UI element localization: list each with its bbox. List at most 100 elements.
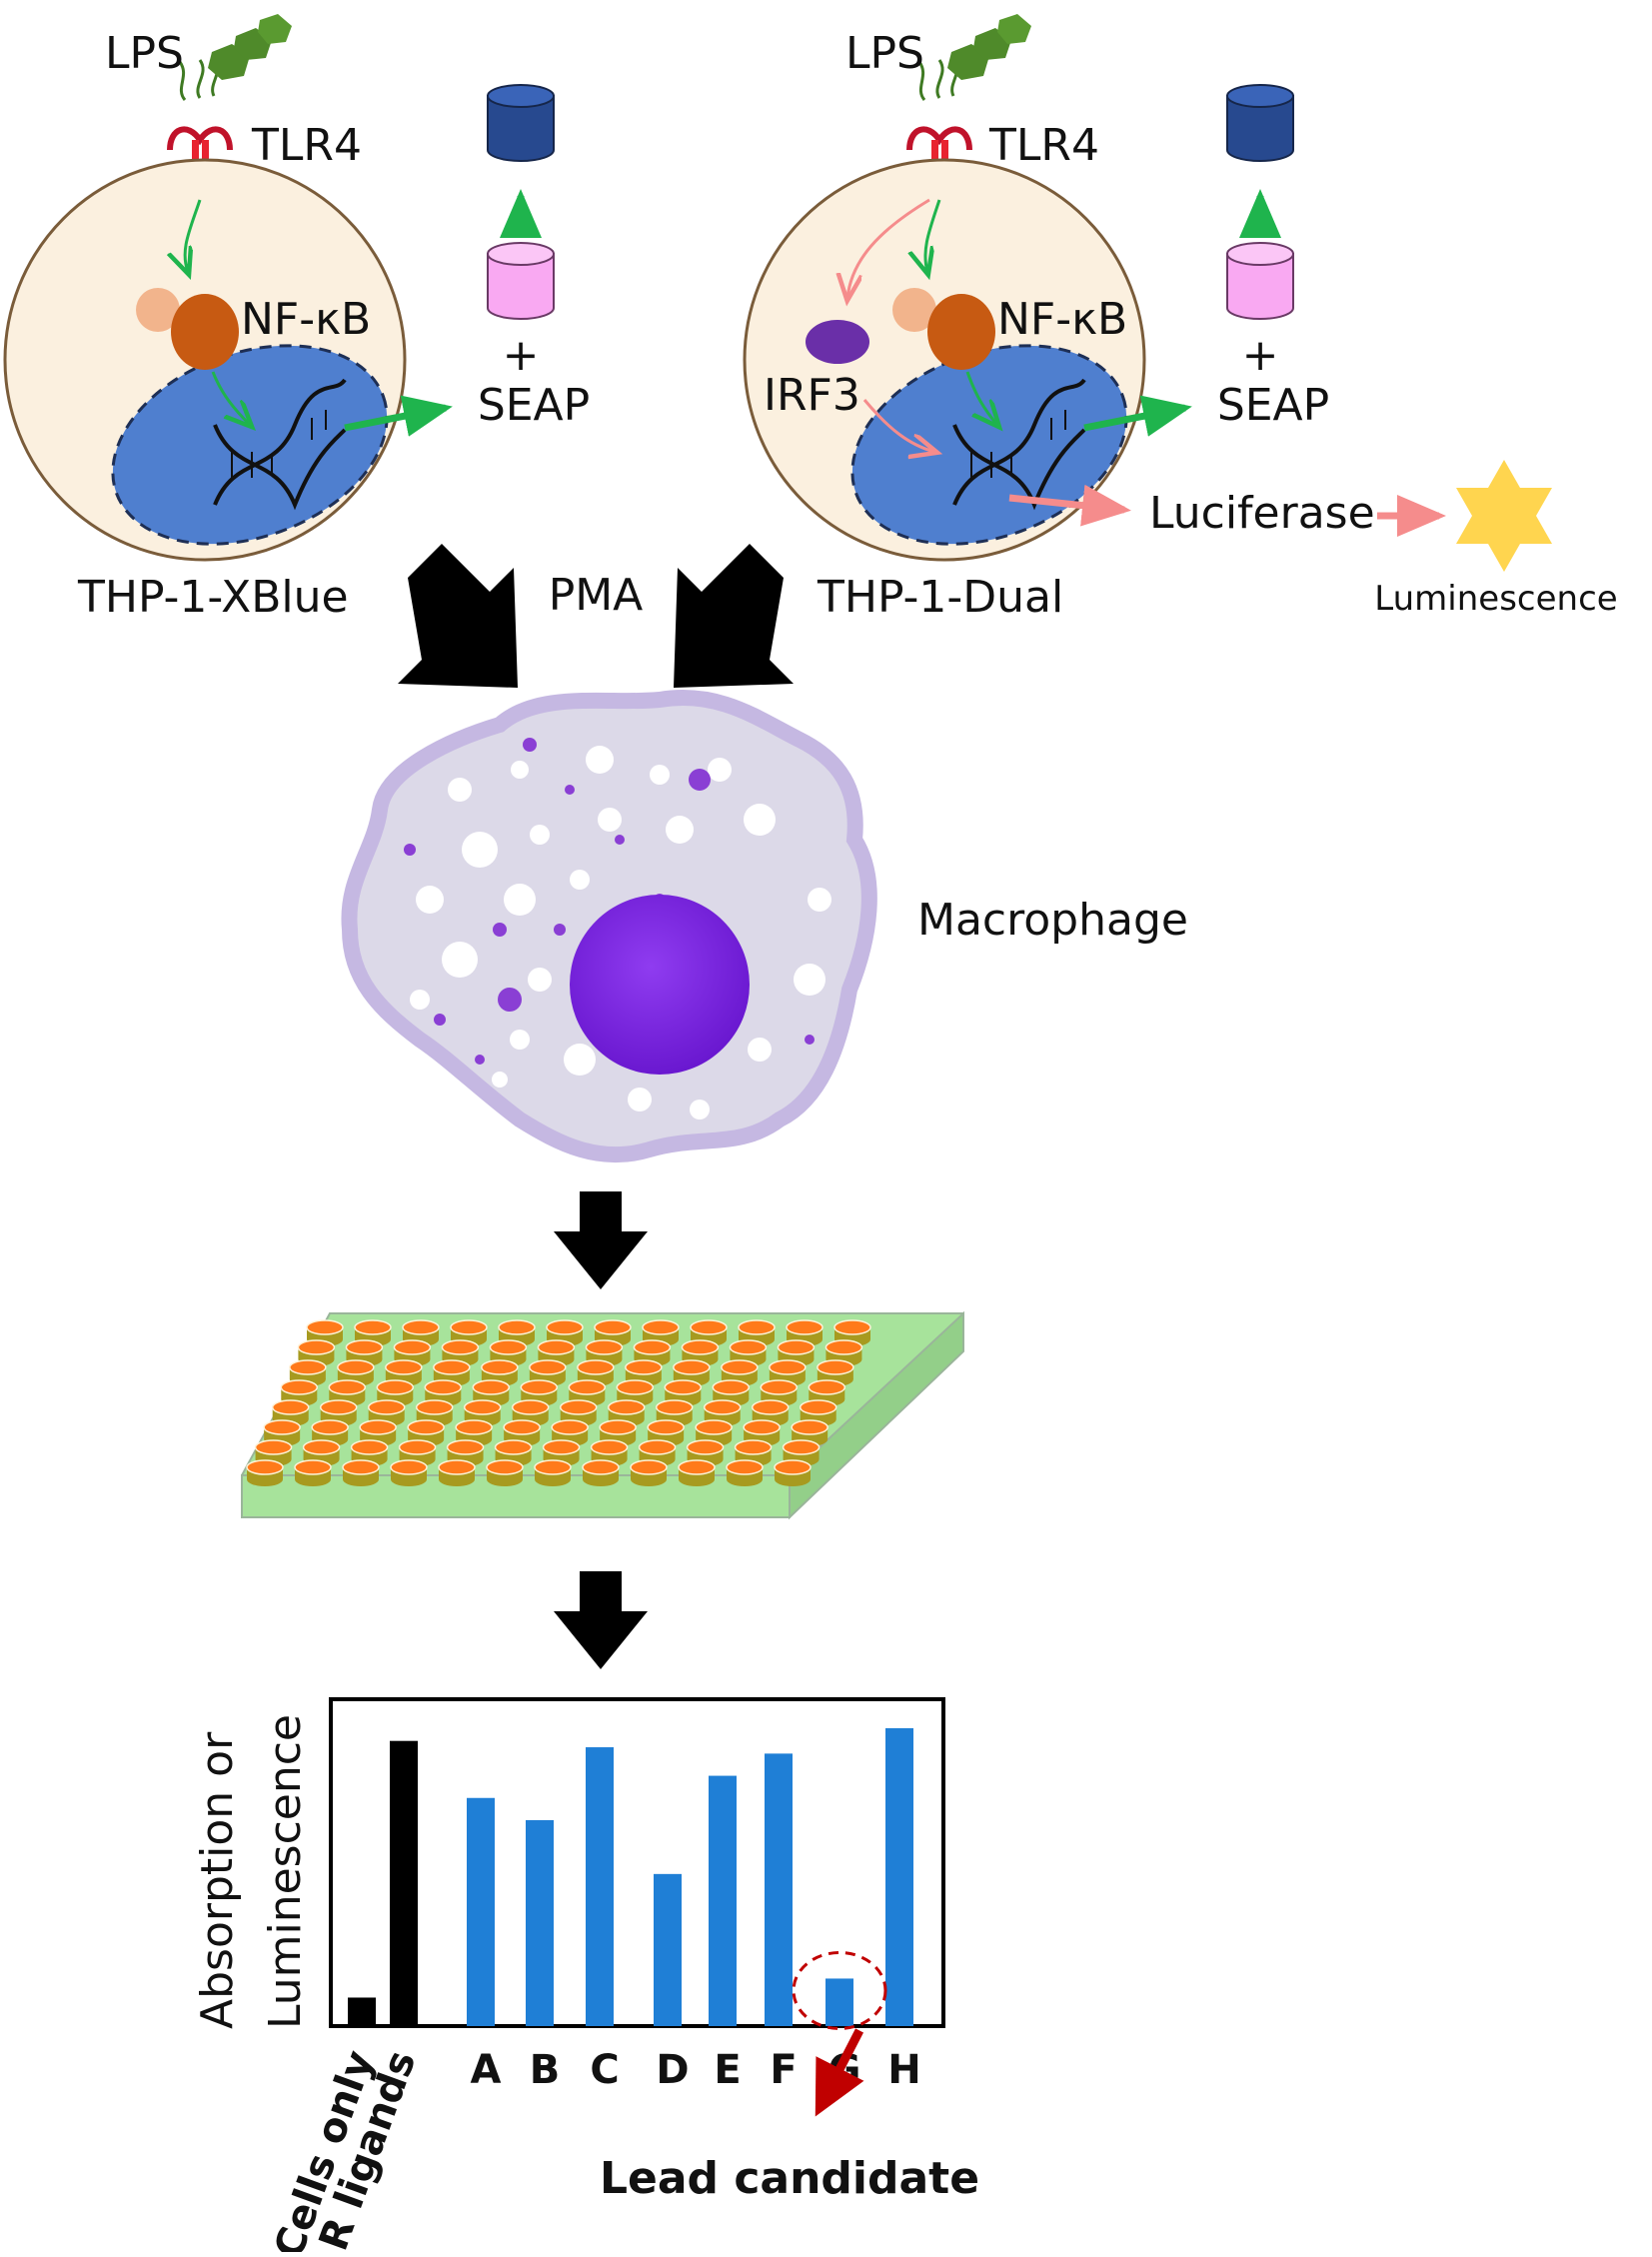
96-well-plate-icon — [241, 1310, 964, 1520]
seap-expression-arrow — [1083, 395, 1192, 437]
irf3-label: IRF3 — [764, 370, 860, 421]
bar-series — [348, 1728, 913, 2026]
seap-product-icon — [487, 84, 555, 162]
luminescence-label: Luminescence — [1374, 579, 1617, 619]
luminescence-star-icon — [1456, 460, 1552, 572]
well — [678, 1459, 716, 1486]
nfkb-complex — [892, 288, 995, 370]
cell-line-label-left: THP-1-XBlue — [77, 572, 349, 623]
well — [246, 1459, 284, 1486]
macrophage-nucleus — [570, 895, 750, 1075]
well — [342, 1459, 380, 1486]
well — [441, 1339, 480, 1366]
bar-b — [526, 1819, 554, 2026]
bar-f — [765, 1753, 793, 2026]
tick-label: C — [590, 2047, 619, 2093]
well — [625, 1359, 663, 1386]
well — [393, 1339, 432, 1366]
nfkb-complex — [136, 288, 239, 370]
well — [486, 1459, 524, 1486]
bar-d — [654, 1873, 682, 2026]
well — [302, 1439, 341, 1466]
bar-e — [709, 1775, 737, 2026]
well — [450, 1319, 488, 1346]
vesicles — [410, 746, 831, 1120]
well — [402, 1319, 440, 1346]
well — [289, 1359, 327, 1386]
signal-arrow — [185, 199, 202, 272]
differentiation-arrow-left — [398, 544, 518, 688]
translocation-arrow — [211, 371, 250, 425]
lps-label: LPS — [105, 28, 184, 79]
seap-product-icon — [1226, 84, 1294, 162]
well — [642, 1319, 680, 1346]
luciferase-label: Luciferase — [1149, 488, 1375, 539]
well — [630, 1459, 668, 1486]
well — [376, 1379, 415, 1406]
lead-candidate-label: Lead candidate — [600, 2153, 979, 2204]
irf3-translocation-arrow — [862, 399, 934, 452]
lps-molecule-icon — [917, 14, 1031, 101]
tick-label: A — [471, 2047, 502, 2093]
bar-tlr-ligands — [390, 1740, 418, 2026]
well — [494, 1439, 533, 1466]
well — [407, 1419, 445, 1446]
tick-label: D — [656, 2047, 689, 2093]
well — [607, 1399, 646, 1426]
macrophage-label: Macrophage — [917, 895, 1188, 946]
y-axis-label-line1: Absorption or — [192, 1731, 243, 2029]
pma-label: PMA — [549, 570, 644, 621]
irf3-signal-arrow — [847, 198, 930, 298]
well — [534, 1459, 572, 1486]
well — [337, 1359, 375, 1386]
well — [280, 1379, 319, 1406]
well — [638, 1439, 677, 1466]
well — [438, 1459, 476, 1486]
well — [529, 1359, 567, 1386]
well — [520, 1379, 559, 1406]
dna-helix-icon — [213, 378, 347, 511]
tlr4-label: TLR4 — [251, 120, 362, 171]
bar-cells-only — [348, 1997, 376, 2026]
well — [319, 1399, 358, 1426]
granules — [404, 738, 815, 1065]
nfkb-label: NF-κB — [241, 294, 371, 345]
right-panel: LPS TLR4 NF-κB IRF3 — [743, 14, 1618, 623]
well — [655, 1399, 694, 1426]
well — [585, 1339, 624, 1366]
well — [546, 1319, 584, 1346]
well — [799, 1399, 837, 1426]
well — [774, 1459, 812, 1486]
plus-label: + — [503, 330, 540, 381]
well — [415, 1399, 454, 1426]
well — [664, 1379, 703, 1406]
bar-a — [467, 1797, 495, 2026]
well — [743, 1419, 781, 1446]
seap-expression-arrow — [344, 395, 453, 437]
signal-arrow — [925, 199, 941, 272]
well — [712, 1379, 751, 1406]
seap-substrate-icon — [1226, 242, 1294, 320]
well — [777, 1339, 816, 1366]
nucleus — [850, 344, 1128, 546]
well — [590, 1439, 629, 1466]
tick-label: H — [887, 2047, 920, 2093]
bar-c — [586, 1747, 614, 2026]
tick-label: E — [714, 2047, 741, 2093]
lead-candidate-arrow — [815, 2028, 864, 2117]
results-bar-chart: Absorption or Luminescence Cells onlyTLR… — [192, 1697, 979, 2257]
well — [726, 1459, 764, 1486]
left-panel: LPS TLR4 NF-κB — [3, 14, 590, 623]
well — [463, 1399, 502, 1426]
plus-label: + — [1242, 330, 1279, 381]
seap-label: SEAP — [1217, 380, 1329, 431]
well — [577, 1359, 615, 1386]
lps-molecule-icon — [178, 14, 292, 101]
well — [647, 1419, 685, 1446]
macrophage-cell — [341, 690, 877, 1163]
well — [446, 1439, 485, 1466]
well — [616, 1379, 655, 1406]
